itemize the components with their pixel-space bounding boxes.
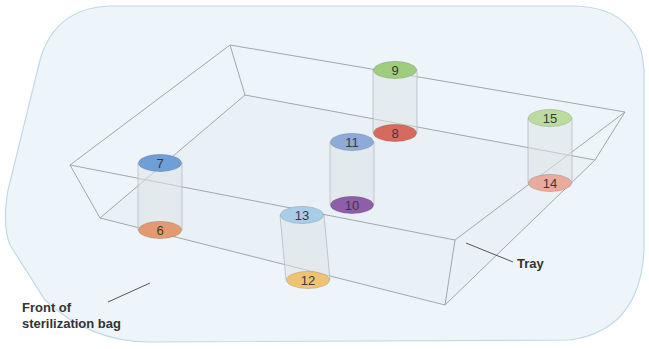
callout-number: 6 <box>156 224 163 237</box>
callout-number: 15 <box>543 112 557 125</box>
marker-ellipse: 7 <box>138 154 182 172</box>
sterilization-bag <box>5 6 644 342</box>
leader-line <box>466 243 513 262</box>
callout-number: 11 <box>345 136 359 149</box>
callout-number: 8 <box>391 127 398 140</box>
marker-ellipse: 13 <box>280 206 324 224</box>
marker-ellipse: 10 <box>330 196 374 214</box>
marker-ellipse: 9 <box>373 61 417 79</box>
callout-number: 9 <box>391 64 398 77</box>
marker-ellipse: 15 <box>528 109 572 127</box>
callout-number: 7 <box>156 157 163 170</box>
callout-number: 14 <box>543 177 557 190</box>
marker-ellipse: 8 <box>373 124 417 142</box>
callout-number: 10 <box>345 199 359 212</box>
marker-ellipse: 12 <box>286 271 330 289</box>
callout-number: 13 <box>295 209 309 222</box>
tray-label: Tray <box>517 256 544 272</box>
callout-number: 12 <box>301 274 315 287</box>
tray-outline <box>70 45 625 305</box>
marker-ellipse: 14 <box>528 174 572 192</box>
leader-line <box>108 283 150 302</box>
marker-ellipse: 11 <box>330 133 374 151</box>
cylinder-sides <box>138 70 572 280</box>
marker-ellipse: 6 <box>138 221 182 239</box>
bag-label: Front of sterilization bag <box>22 300 140 331</box>
